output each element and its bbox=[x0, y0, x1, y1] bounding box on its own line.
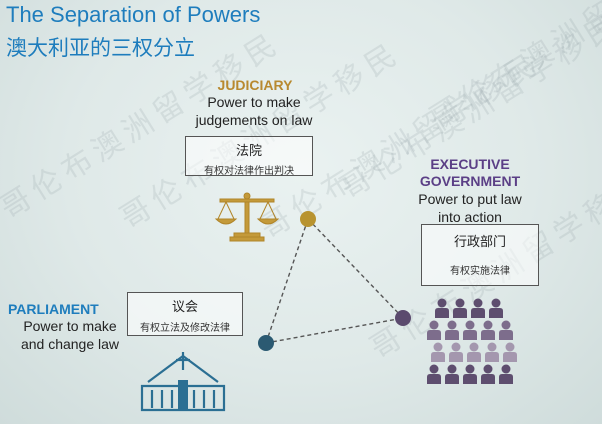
executive-description-line: into action bbox=[438, 209, 502, 225]
connector-parliament-judiciary bbox=[265, 218, 309, 344]
people-group-icon bbox=[427, 298, 517, 384]
parliament-node bbox=[258, 335, 274, 351]
parliament-box-subtitle: 有权立法及修改法律 bbox=[140, 323, 230, 334]
parliament-heading: PARLIAMENT bbox=[8, 301, 99, 317]
parliament-building-icon bbox=[140, 352, 226, 412]
executive-description-line: Power to put law bbox=[418, 191, 522, 207]
parliament-description-line: Power to make bbox=[23, 318, 117, 334]
executive-node bbox=[395, 310, 411, 326]
executive-description: Power to put law into action bbox=[408, 190, 532, 226]
page-subtitle: 澳大利亚的三权分立 bbox=[6, 36, 195, 60]
parliament-description-line: and change law bbox=[20, 336, 120, 352]
executive-box-title: 行政部门 bbox=[453, 235, 506, 250]
executive-box-subtitle: 有权实施法律 bbox=[450, 266, 510, 277]
judiciary-description-line: judgements on law bbox=[195, 112, 313, 128]
connector-judiciary-executive bbox=[307, 218, 404, 319]
parliament-box: 议会 有权立法及修改法律 bbox=[127, 292, 243, 336]
parliament-box-title: 议会 bbox=[171, 300, 198, 315]
judiciary-description: Power to make judgements on law bbox=[178, 93, 330, 129]
judiciary-box-subtitle: 有权对法律作出判决 bbox=[204, 166, 294, 177]
judiciary-box: 法院 有权对法律作出判决 bbox=[185, 136, 313, 177]
parliament-description: Power to make and change law bbox=[2, 317, 138, 353]
scales-of-justice-icon bbox=[214, 192, 280, 242]
executive-heading: EXECUTIVE GOVERNMENT bbox=[400, 156, 540, 190]
judiciary-box-title: 法院 bbox=[235, 144, 262, 159]
judiciary-heading: JUDICIARY bbox=[217, 77, 293, 93]
connector-parliament-executive bbox=[265, 317, 404, 344]
judiciary-description-line: Power to make bbox=[207, 94, 301, 110]
page-title: The Separation of Powers bbox=[6, 2, 261, 27]
judiciary-node bbox=[300, 211, 316, 227]
executive-box: 行政部门 有权实施法律 bbox=[421, 224, 539, 286]
executive-heading-line: GOVERNMENT bbox=[419, 173, 521, 189]
executive-heading-line: EXECUTIVE bbox=[430, 156, 510, 172]
